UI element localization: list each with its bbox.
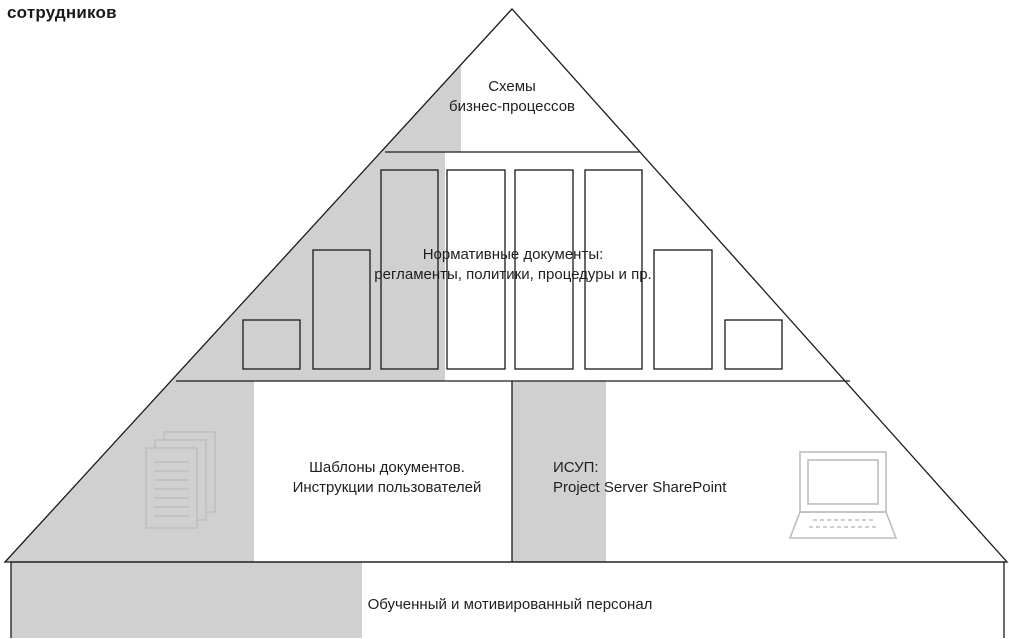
document-bar (312, 249, 371, 370)
documents-level-line-2: регламенты, политики, процедуры и пр. (374, 266, 652, 283)
stacked-documents-icon (145, 431, 216, 529)
top-level-line-2: бизнес-процессов (448, 98, 576, 115)
document-bar (584, 169, 643, 370)
system-level-line-2: Project Server SharePoint (553, 479, 727, 496)
document-bar (514, 169, 574, 370)
templates-level-line-2: Инструкции пользователей (292, 479, 482, 496)
documents-level-line-1: Нормативные документы: (422, 246, 604, 263)
top-level-line-1: Схемы (488, 78, 536, 95)
laptop-icon (788, 451, 898, 539)
diagram-heading: сотрудников (7, 3, 117, 22)
document-bars (242, 169, 783, 370)
document-bar (242, 319, 301, 370)
templates-level-label: Шаблоны документов. Инструкции пользоват… (263, 458, 511, 498)
top-level-shade (5, 9, 461, 152)
base-level-label: Обученный и мотивированный персонал (367, 596, 653, 613)
pyramid-outline (3, 8, 1009, 563)
templates-level-shade (5, 381, 254, 562)
document-bar (724, 319, 783, 370)
documents-level-label: Нормативные документы: регламенты, полит… (332, 245, 694, 285)
document-bar (380, 169, 439, 370)
document-bar (446, 169, 506, 370)
system-level-line-1: ИСУП: (553, 459, 599, 476)
templates-level-line-1: Шаблоны документов. (309, 459, 465, 476)
document-bar (653, 249, 713, 370)
system-level-shade (512, 381, 606, 562)
top-level-label: Схемы бизнес-процессов (437, 77, 587, 117)
base-level-shade (11, 562, 362, 638)
system-level-label: ИСУП: Project Server SharePoint (553, 458, 773, 498)
